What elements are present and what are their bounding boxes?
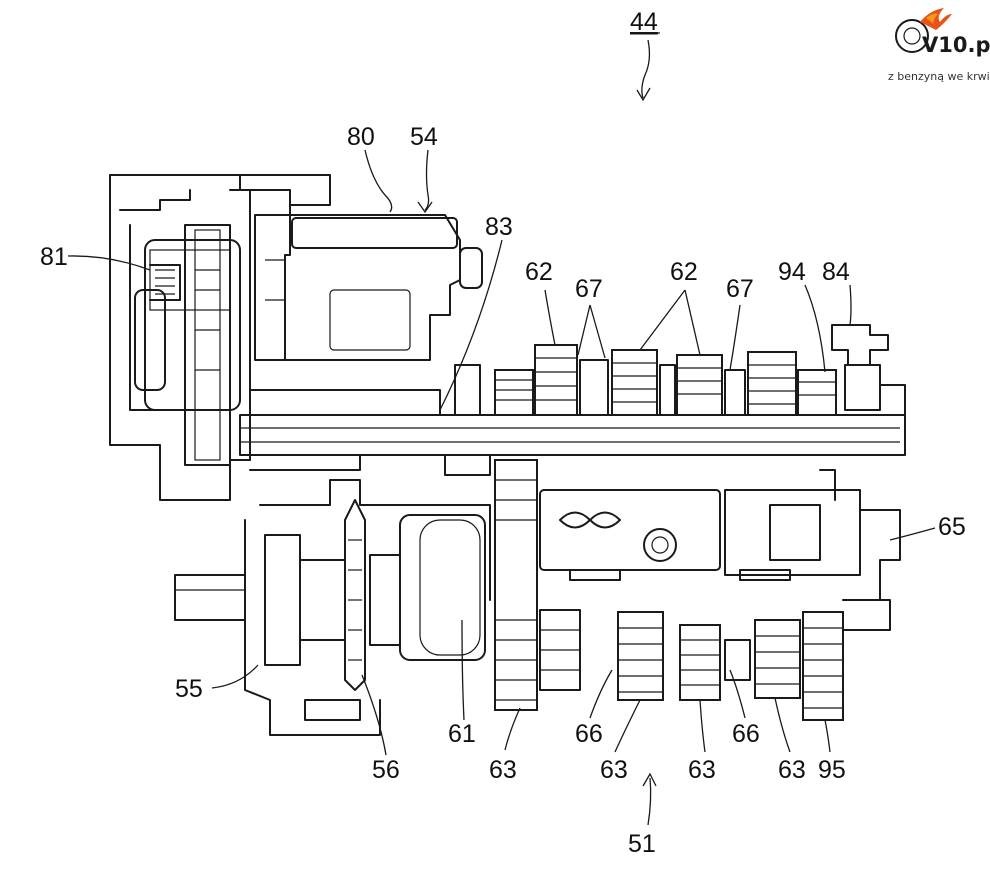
upper-gear-stack [495,325,905,415]
label-84: 84 [822,258,850,286]
reduction-housing [110,175,330,500]
label-62-b: 62 [670,258,698,286]
label-80: 80 [347,123,375,151]
label-66-b: 66 [732,720,760,748]
label-83: 83 [485,213,513,241]
label-94: 94 [778,258,806,286]
label-62-a: 62 [525,258,553,286]
label-55: 55 [175,675,203,703]
shift-mechanism [540,470,900,600]
actuator-assembly [255,205,482,360]
label-63-b: 63 [600,756,628,784]
watermark-logo: V10.pl z benzyną we krwi [888,8,990,83]
lower-gear-stack [495,460,890,720]
label-65: 65 [938,513,966,541]
label-56: 56 [372,756,400,784]
label-44: 44 [630,8,658,36]
label-95: 95 [818,756,846,784]
label-63-c: 63 [688,756,716,784]
label-63-a: 63 [489,756,517,784]
label-67-b: 67 [726,275,754,303]
label-54: 54 [410,123,438,151]
label-61: 61 [448,720,476,748]
slogan-text: z benzyną we krwi [888,70,990,83]
output-assembly [175,480,490,735]
label-51: 51 [628,830,656,858]
label-81: 81 [40,243,68,271]
label-66-a: 66 [575,720,603,748]
label-67-a: 67 [575,275,603,303]
brand-text: V10.pl [922,33,990,57]
label-63-d: 63 [778,756,806,784]
